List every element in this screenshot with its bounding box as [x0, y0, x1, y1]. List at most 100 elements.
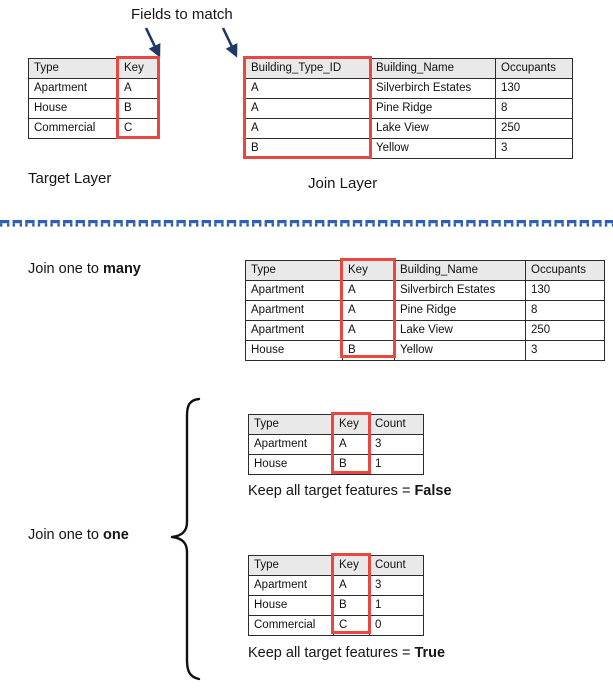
cell: A	[333, 434, 370, 455]
one-to-one-false-table: Type Key Count Apartment A 3 House B 1	[248, 414, 424, 475]
cell: B	[342, 340, 395, 361]
cell: 3	[495, 138, 573, 159]
keep-all-true-prefix: Keep all target features =	[248, 645, 415, 661]
table-header-row: Type Key Building_Name Occupants	[245, 260, 605, 281]
table-row: Commercial C	[28, 118, 159, 139]
table-row: Apartment A Silverbirch Estates 130	[245, 280, 605, 301]
cell: A	[118, 78, 159, 99]
column-header: Building_Name	[370, 58, 496, 79]
table-row: A Lake View 250	[245, 118, 573, 139]
join-one-to-one-prefix: Join one to	[28, 527, 103, 543]
one-to-many-result-table: Type Key Building_Name Occupants Apartme…	[245, 260, 605, 361]
arrow-to-join-key	[221, 27, 238, 58]
table-row: Commercial C 0	[248, 615, 424, 636]
cell: 130	[525, 280, 605, 301]
cell: Pine Ridge	[394, 300, 526, 321]
join-one-to-many-prefix: Join one to	[28, 261, 103, 277]
cell: Apartment	[28, 78, 119, 99]
cell: A	[245, 118, 371, 139]
cell: A	[245, 98, 371, 119]
cell: 130	[495, 78, 573, 99]
cell: Yellow	[394, 340, 526, 361]
column-header: Type	[248, 555, 334, 576]
column-header: Key	[333, 414, 370, 435]
table-row: B Yellow 3	[245, 138, 573, 159]
table-row: House B Yellow 3	[245, 340, 605, 361]
join-one-to-one-brace	[170, 397, 201, 681]
cell: Lake View	[370, 118, 496, 139]
table-row: House B 1	[248, 595, 424, 616]
join-one-to-many-emphasis: many	[102, 261, 141, 277]
cell: Apartment	[248, 575, 334, 596]
cell: A	[333, 575, 370, 596]
cell: B	[118, 98, 159, 119]
table-row: A Pine Ridge 8	[245, 98, 573, 119]
fields-to-match-arrows	[144, 27, 238, 58]
keep-all-false-prefix: Keep all target features =	[248, 483, 415, 499]
table-row: House B 1	[248, 454, 424, 475]
cell: House	[248, 454, 334, 475]
cell: A	[342, 300, 395, 321]
column-header: Type	[245, 260, 343, 281]
column-header: Key	[342, 260, 395, 281]
cell: C	[118, 118, 159, 139]
cell: 0	[369, 615, 424, 636]
cell: 3	[369, 575, 424, 596]
cell: House	[245, 340, 343, 361]
cell: Pine Ridge	[370, 98, 496, 119]
table-header-row: Type Key Count	[248, 414, 424, 435]
one-to-one-true-table: Type Key Count Apartment A 3 House B 1 C…	[248, 555, 424, 636]
cell: Apartment	[245, 280, 343, 301]
cell: Commercial	[248, 615, 334, 636]
arrow-to-target-key	[144, 27, 161, 58]
column-header: Building_Type_ID	[245, 58, 371, 79]
cell: B	[333, 595, 370, 616]
column-header: Key	[333, 555, 370, 576]
cell: Apartment	[245, 300, 343, 321]
join-one-to-many-label: Join one to many	[28, 261, 141, 278]
cell: A	[342, 280, 395, 301]
cell: 1	[369, 595, 424, 616]
join-one-to-one-label: Join one to one	[28, 527, 129, 544]
cell: 250	[525, 320, 605, 341]
table-row: Apartment A 3	[248, 575, 424, 596]
keep-all-true-caption: Keep all target features = True	[248, 645, 445, 662]
table-header-row: Type Key Count	[248, 555, 424, 576]
cell: 250	[495, 118, 573, 139]
column-header: Building_Name	[394, 260, 526, 281]
cell: 1	[369, 454, 424, 475]
cell: B	[333, 454, 370, 475]
target-layer-caption: Target Layer	[28, 170, 112, 187]
cell: A	[342, 320, 395, 341]
section-divider	[0, 220, 613, 227]
join-one-to-one-emphasis: one	[102, 527, 129, 543]
column-header: Type	[248, 414, 334, 435]
keep-all-false-value: False	[414, 483, 452, 499]
table-header-row: Type Key	[28, 58, 159, 79]
join-layer-table: Building_Type_ID Building_Name Occupants…	[245, 58, 573, 159]
cell: Silverbirch Estates	[370, 78, 496, 99]
table-row: Apartment A Lake View 250	[245, 320, 605, 341]
cell: House	[28, 98, 119, 119]
column-header: Key	[118, 58, 159, 79]
cell: Yellow	[370, 138, 496, 159]
cell: A	[245, 78, 371, 99]
cell: 8	[495, 98, 573, 119]
cell: 3	[369, 434, 424, 455]
cell: House	[248, 595, 334, 616]
cell: Apartment	[248, 434, 334, 455]
keep-all-false-caption: Keep all target features = False	[248, 483, 452, 500]
join-layer-caption: Join Layer	[308, 175, 378, 192]
table-row: Apartment A	[28, 78, 159, 99]
cell: C	[333, 615, 370, 636]
cell: 3	[525, 340, 605, 361]
column-header: Count	[369, 555, 424, 576]
column-header: Occupants	[525, 260, 605, 281]
column-header: Occupants	[495, 58, 573, 79]
page-title: Fields to match	[131, 6, 233, 23]
column-header: Count	[369, 414, 424, 435]
cell: B	[245, 138, 371, 159]
column-header: Type	[28, 58, 119, 79]
table-row: Apartment A Pine Ridge 8	[245, 300, 605, 321]
table-row: A Silverbirch Estates 130	[245, 78, 573, 99]
